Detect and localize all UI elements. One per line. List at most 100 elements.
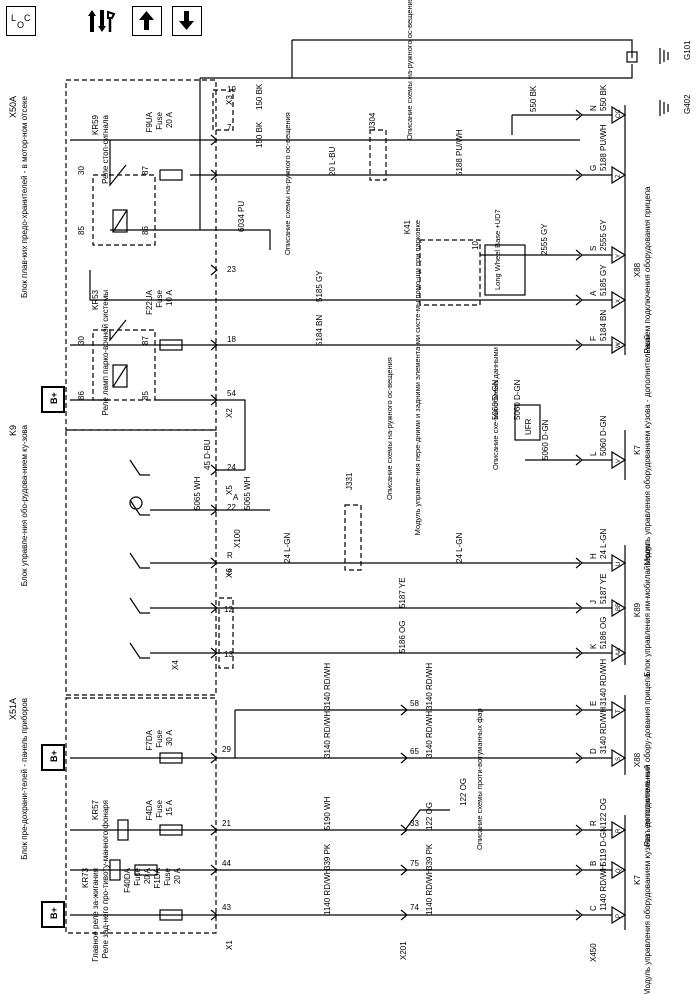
pin-33: 33	[410, 819, 419, 828]
x201-splice	[400, 752, 408, 764]
lbl-5190: 5190 WH	[323, 796, 332, 830]
terminal-pin-letter: N	[589, 105, 598, 111]
terminal-wire-label: 5188 PU/WH	[599, 124, 608, 171]
terminal-triangle-label: Z	[616, 174, 622, 178]
lbl-45: 45 D-BU	[203, 439, 212, 470]
terminal-pin-letter: J	[589, 600, 598, 604]
pin-54: 54	[227, 389, 236, 398]
k7-bot-name: K7	[633, 875, 642, 885]
kr57-name: KR57	[91, 799, 100, 820]
x5-label: X5	[225, 485, 234, 495]
terminal-triangle-icon	[611, 860, 627, 880]
terminal-wire-label: 2555 GY	[599, 219, 608, 251]
location-button[interactable]: L O C	[6, 6, 36, 36]
k7-top-name: K7	[633, 445, 642, 455]
terminal-triangle-label: AA	[616, 648, 622, 656]
wire-45	[155, 399, 246, 470]
wire-6034	[110, 229, 271, 250]
loc-c: C	[24, 13, 31, 23]
kr53-switch	[109, 319, 127, 342]
k7-top-desc: Модуль управления оборудованием кузова -…	[643, 335, 652, 566]
fuse-f22ua	[159, 339, 183, 351]
terminal-triangle-icon	[611, 748, 627, 768]
bplus-2: B+	[49, 750, 59, 762]
pin-44: 44	[222, 859, 231, 868]
flow-icon-button[interactable]	[86, 6, 116, 36]
lbl-5060c: 5060 D-GN	[541, 419, 550, 460]
terminal-wire-label: 5187 YE	[599, 573, 608, 604]
terminal-wire-label: 550 BK	[599, 84, 608, 111]
block-connector-chevron	[210, 864, 218, 876]
x3-outline	[212, 89, 234, 131]
x88-top-name: X88	[633, 262, 642, 277]
pin-43: 43	[222, 903, 231, 912]
pin-85a: 85	[77, 226, 86, 235]
f22ua-name: F22UA	[145, 289, 154, 315]
f7da-type: Fuse	[155, 729, 164, 747]
f4da-name: F4DA	[145, 799, 154, 820]
terminal-triangle-icon	[611, 245, 627, 265]
lbl-150a: 150 BK	[255, 83, 264, 110]
x50a-outline	[65, 79, 217, 431]
wire-150-top	[292, 39, 633, 58]
kr59-name: KR59	[91, 114, 100, 135]
bplus-1: B+	[49, 392, 59, 404]
j304-label: J304	[368, 112, 377, 130]
x51a-outline	[65, 697, 217, 934]
terminal-triangle-icon	[611, 553, 627, 573]
pin-29: 29	[222, 745, 231, 754]
terminal-pin-letter: L	[589, 451, 598, 456]
lbl-3140b: 3140 RD/WH	[425, 663, 434, 710]
terminal-triangle-label: T	[616, 709, 622, 713]
lbl-20: 20 L-BU	[328, 146, 337, 176]
block-connector-chevron	[210, 394, 218, 406]
terminal-triangle-label: V	[616, 459, 622, 463]
pin-65: 65	[410, 747, 419, 756]
kr53-outline	[92, 329, 156, 401]
pin-86b: 86	[77, 391, 86, 400]
block-connector-chevron	[210, 909, 218, 921]
lbl-339a: 339 PK	[323, 843, 332, 870]
lbl-1140b: 1140 RD/WH	[425, 868, 434, 915]
pin-58: 58	[410, 699, 419, 708]
arrow-up-button[interactable]	[132, 6, 162, 36]
terminal-wire-label: 24 L-GN	[599, 529, 608, 559]
k9-desc: Блок управле-ния обо-рудова-нием ку-зова	[20, 424, 29, 586]
x51a-name: X51A	[8, 698, 18, 720]
block-connector-chevron	[210, 339, 218, 351]
terminal-triangle-icon	[611, 335, 627, 355]
terminal-triangle-label: S	[616, 757, 622, 761]
lbl-24a: 24 L-GN	[283, 533, 292, 563]
j304-outline	[369, 129, 387, 181]
kr59-switch	[109, 164, 127, 187]
lbl-3140d: 3140 RD/WH	[425, 711, 434, 758]
terminal-triangle-label: CC	[616, 109, 622, 118]
block-connector-chevron	[210, 264, 218, 276]
terminal-triangle-icon	[611, 598, 627, 618]
pin-13: 13	[224, 650, 233, 659]
f1da-type: Fuse	[163, 867, 172, 885]
terminal-pin-letter: K	[589, 643, 598, 649]
fuse-f9ua	[159, 169, 183, 181]
fuse-f7da	[159, 752, 183, 764]
k41-name: K41	[403, 219, 412, 234]
arrow-down-button[interactable]	[172, 6, 202, 36]
pin-12: 12	[224, 605, 233, 614]
block-connector-chevron	[210, 752, 218, 764]
block-connector-chevron	[210, 464, 218, 476]
pin-24: 24	[227, 463, 236, 472]
k89-desc: Блок управления им-мобилайзером	[643, 543, 652, 677]
pin-22: 22	[227, 503, 236, 512]
f4da-type: Fuse	[155, 799, 164, 817]
terminal-pin-letter: F	[589, 336, 598, 341]
terminal-triangle-label: R	[616, 828, 622, 833]
x1-label: X1	[225, 940, 234, 950]
pin-86a: 86	[141, 226, 150, 235]
f7da-name: F7DA	[145, 729, 154, 750]
terminal-wire-label: 1140 RD/WH	[599, 864, 608, 911]
terminal-wire-label: 5184 BN	[599, 310, 608, 341]
pin-7: 7	[227, 123, 232, 132]
x3-label: X3	[225, 95, 234, 105]
lbl-122b: 122 OG	[425, 802, 434, 830]
f22ua-rating: 10 A	[165, 289, 174, 306]
